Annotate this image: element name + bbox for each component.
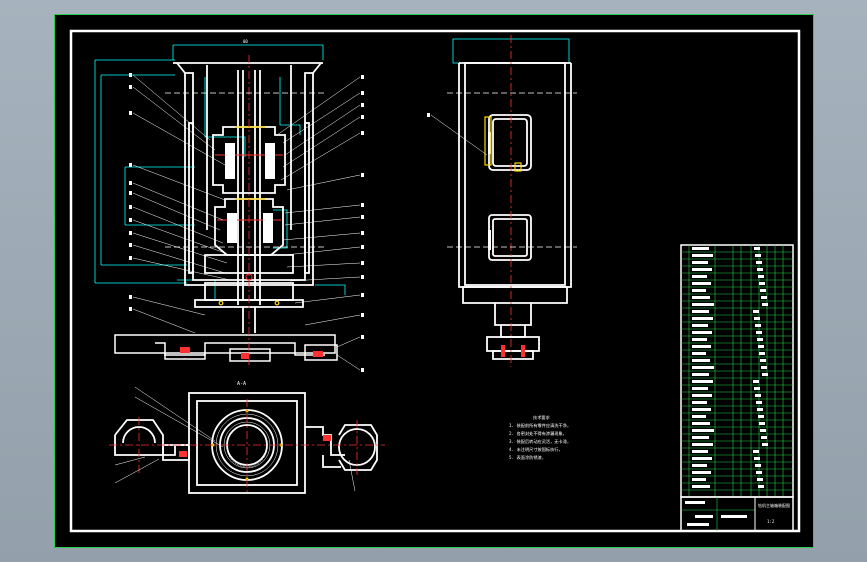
cell-mark xyxy=(692,254,713,257)
cell-mark xyxy=(755,394,761,397)
cell-mark xyxy=(756,471,762,474)
cell-mark xyxy=(754,457,760,460)
cell-mark xyxy=(692,317,713,320)
cell-mark xyxy=(760,359,766,362)
cell-mark xyxy=(692,366,714,369)
cell-mark xyxy=(759,282,765,285)
cell-mark xyxy=(692,478,706,481)
cell-mark xyxy=(692,268,712,271)
cell-mark xyxy=(692,401,707,404)
cell-mark xyxy=(692,261,708,264)
cell-mark xyxy=(692,464,707,467)
cell-mark xyxy=(756,401,762,404)
tech-note-5: 5. 表面涂防锈漆， xyxy=(509,454,546,461)
cell-mark xyxy=(757,268,763,271)
cell-mark xyxy=(692,310,709,313)
cell-mark xyxy=(692,394,712,397)
tech-notes-title: 技术要求 xyxy=(533,414,551,421)
cell-mark xyxy=(758,485,764,488)
title-block: 钻机主轴箱装配图 1:2 xyxy=(680,496,794,532)
cell-mark xyxy=(755,254,761,257)
cell-mark xyxy=(753,380,759,383)
cell-mark xyxy=(692,429,714,432)
drawing-sheet: 00 xyxy=(54,14,814,548)
cell-mark xyxy=(755,324,761,327)
tech-note-2: 2. 各密封处不得有渗漏现象， xyxy=(509,430,567,437)
cell-mark xyxy=(759,352,765,355)
cell-mark xyxy=(692,289,706,292)
tech-note-1: 1. 装配前所有零件应清洗干净， xyxy=(509,422,571,429)
cell-mark xyxy=(692,373,709,376)
cell-mark xyxy=(758,415,764,418)
cell-mark xyxy=(760,429,766,432)
cell-mark xyxy=(692,324,708,327)
tech-note-4: 4. 未注明尺寸按国标执行， xyxy=(509,446,563,453)
cell-mark xyxy=(756,261,762,264)
dimension-text: 00 xyxy=(243,39,248,44)
cell-mark xyxy=(759,422,765,425)
cell-mark xyxy=(757,338,763,341)
cell-mark xyxy=(692,471,711,474)
inner-frame xyxy=(69,29,801,533)
cell-mark xyxy=(692,457,712,460)
cell-mark xyxy=(754,247,760,250)
cell-mark xyxy=(754,387,760,390)
technical-notes: 技术要求 1. 装配前所有零件应清洗干净， 2. 各密封处不得有渗漏现象， 3.… xyxy=(509,414,571,461)
cell-mark xyxy=(692,443,713,446)
cell-mark xyxy=(692,352,706,355)
cell-mark xyxy=(755,464,761,467)
cell-mark xyxy=(761,296,767,299)
cad-drawing: 00 xyxy=(69,29,801,533)
cell-mark xyxy=(692,331,712,334)
cell-mark xyxy=(692,436,709,439)
cell-mark xyxy=(692,415,706,418)
title-block-scale: 1:2 xyxy=(767,519,775,524)
cell-mark xyxy=(762,443,768,446)
cell-mark xyxy=(692,422,710,425)
cell-mark xyxy=(692,303,714,306)
cell-mark xyxy=(692,387,708,390)
cell-mark xyxy=(692,345,711,348)
cell-mark xyxy=(692,485,710,488)
cell-mark xyxy=(762,373,768,376)
cell-mark xyxy=(692,275,707,278)
cell-mark xyxy=(692,247,709,250)
cell-mark xyxy=(757,478,763,481)
parts-list-table xyxy=(680,244,794,498)
cell-mark xyxy=(761,366,767,369)
cell-mark xyxy=(758,275,764,278)
cell-mark xyxy=(762,303,768,306)
cell-mark xyxy=(757,408,763,411)
cell-mark xyxy=(753,450,759,453)
cell-mark xyxy=(692,450,708,453)
cell-mark xyxy=(692,282,711,285)
cell-mark xyxy=(692,380,713,383)
cell-mark xyxy=(692,338,707,341)
tech-note-3: 3. 装配后转动应灵活，无卡滞， xyxy=(509,438,571,445)
cell-mark xyxy=(692,408,711,411)
cell-mark xyxy=(756,331,762,334)
cell-mark xyxy=(754,317,760,320)
section-label: A-A xyxy=(237,381,246,387)
cell-mark xyxy=(760,289,766,292)
cell-mark xyxy=(753,310,759,313)
cell-mark xyxy=(758,345,764,348)
side-view xyxy=(427,35,577,367)
cell-mark xyxy=(692,359,710,362)
cell-mark xyxy=(761,436,767,439)
section-a-a-view: A-A xyxy=(109,381,385,494)
front-section-view: 00 xyxy=(94,39,364,372)
cell-mark xyxy=(692,296,710,299)
title-block-name: 钻机主轴箱装配图 xyxy=(758,502,790,508)
